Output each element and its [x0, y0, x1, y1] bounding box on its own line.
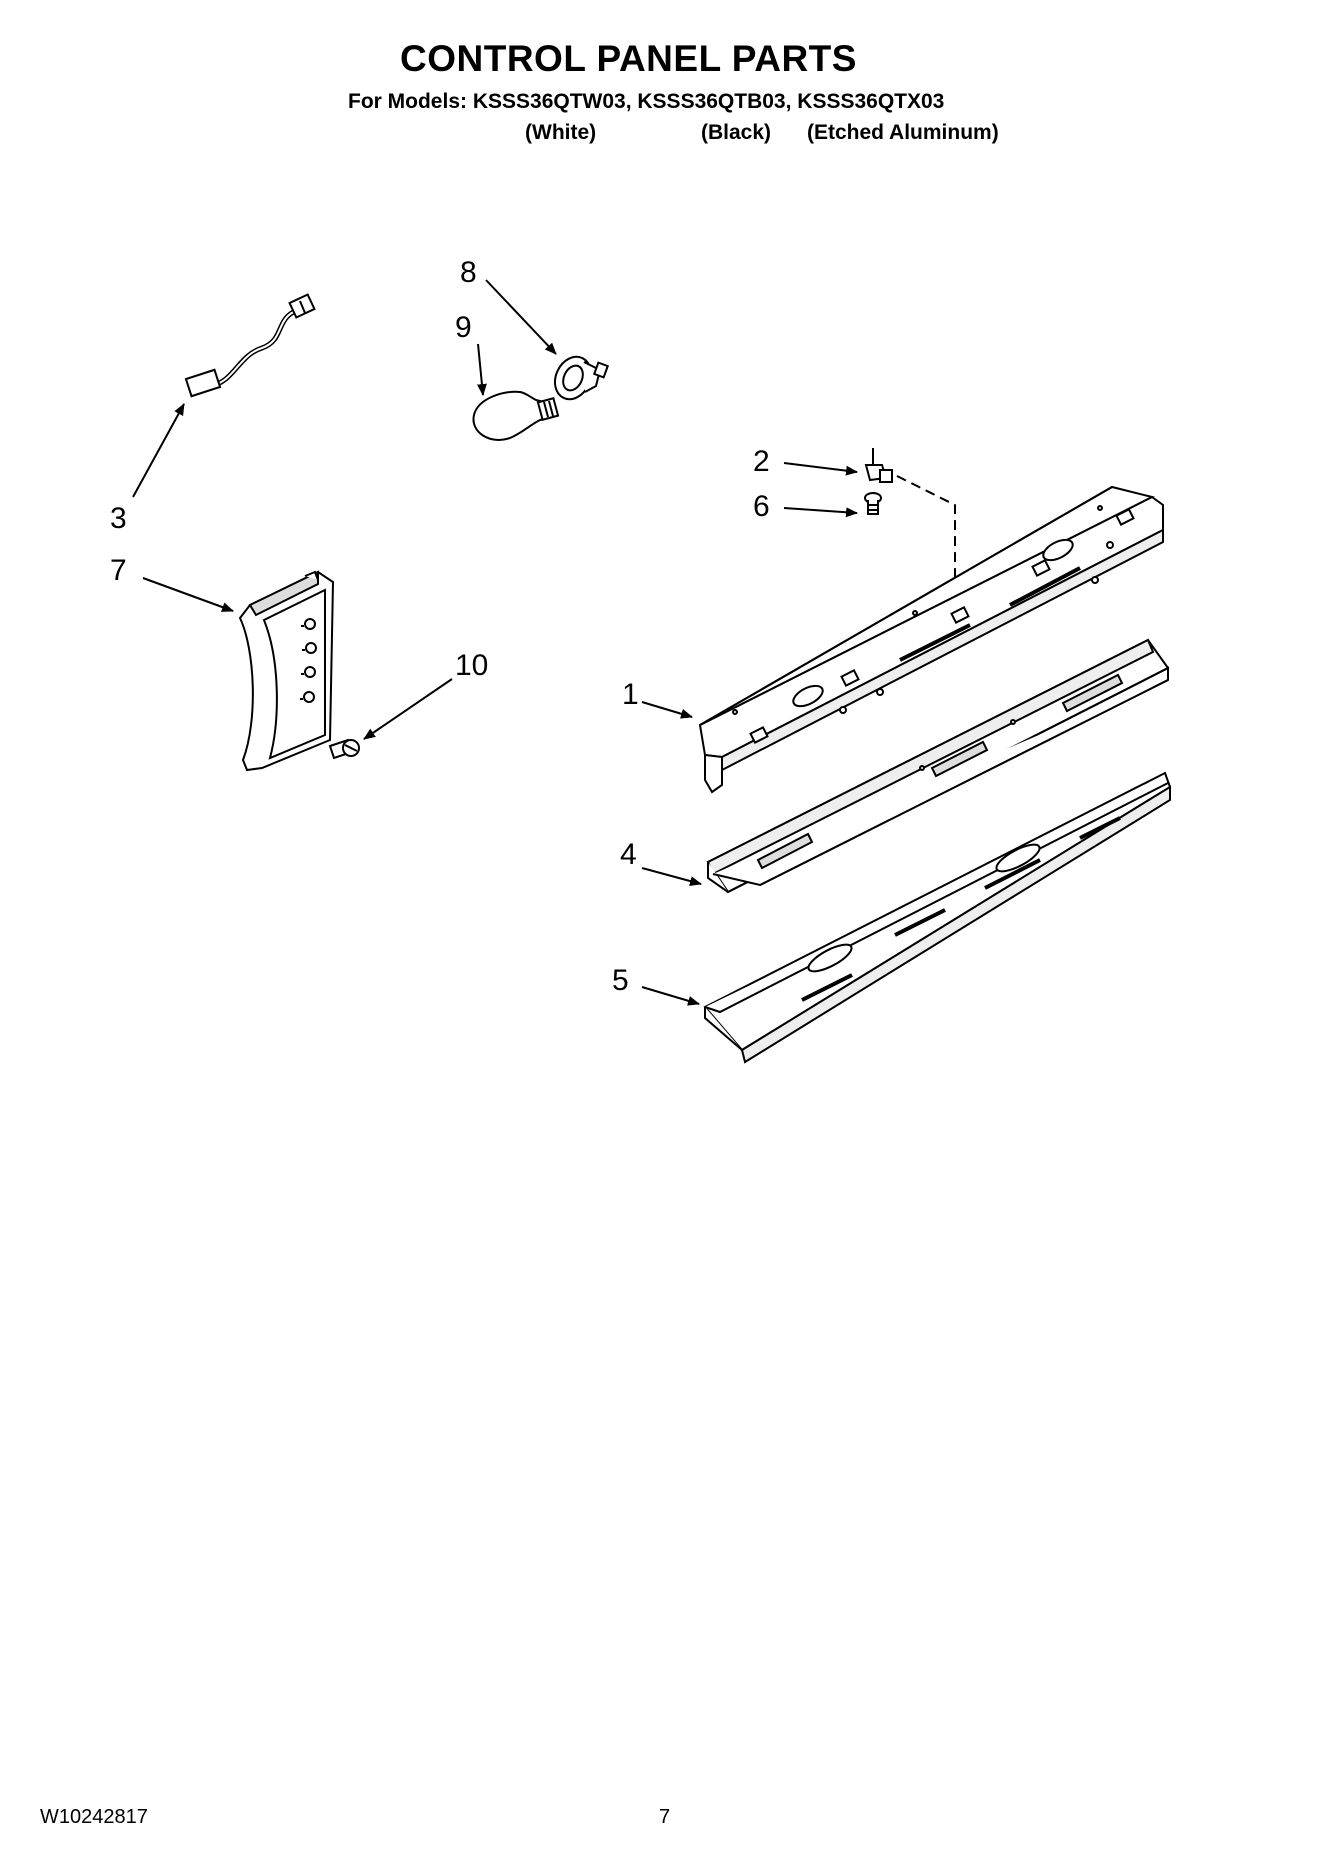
- callout-1: 1: [622, 678, 639, 711]
- light-bulb-part: [472, 390, 560, 441]
- lamp-socket-part: [554, 355, 610, 401]
- document-number: W10242817: [40, 1806, 148, 1828]
- arrow-1: [641, 701, 693, 719]
- callout-5: 5: [612, 964, 629, 997]
- page-number: 7: [659, 1806, 671, 1828]
- callout-7: 7: [110, 554, 127, 587]
- arrow-9: [476, 343, 487, 396]
- page-title: CONTROL PANEL PARTS: [400, 38, 857, 79]
- variant-black: (Black): [701, 121, 772, 144]
- screw-part-10: [328, 738, 360, 760]
- arrow-4: [641, 867, 702, 886]
- callout-10: 10: [455, 649, 488, 682]
- variant-white: (White): [525, 121, 597, 144]
- arrow-8: [485, 279, 557, 355]
- arrow-2: [783, 462, 858, 476]
- callout-6: 6: [753, 490, 770, 523]
- arrow-7: [142, 577, 234, 612]
- callout-8: 8: [460, 256, 477, 289]
- control-overlay-part: [238, 570, 335, 772]
- support-channel-part-4: [706, 638, 1170, 894]
- models-line: For Models: KSSS36QTW03, KSSS36QTB03, KS…: [348, 90, 945, 113]
- control-panel-channel-part: [698, 485, 1164, 794]
- wire-harness-part: [184, 293, 316, 398]
- assembly-dashed-line: [896, 475, 956, 600]
- callout-9: 9: [455, 311, 472, 344]
- arrow-10: [363, 678, 453, 740]
- arrow-5: [641, 986, 700, 1006]
- support-channel-part-5: [703, 771, 1172, 1064]
- callout-4: 4: [620, 838, 637, 871]
- arrow-3: [132, 403, 185, 498]
- screw-part-6: [864, 492, 882, 515]
- callout-3: 3: [110, 502, 127, 535]
- variant-etched-aluminum: (Etched Aluminum): [807, 121, 999, 144]
- arrow-6: [783, 507, 858, 518]
- callout-2: 2: [753, 445, 770, 478]
- clip-part-2: [864, 448, 893, 483]
- leader-arrows: [132, 279, 858, 1006]
